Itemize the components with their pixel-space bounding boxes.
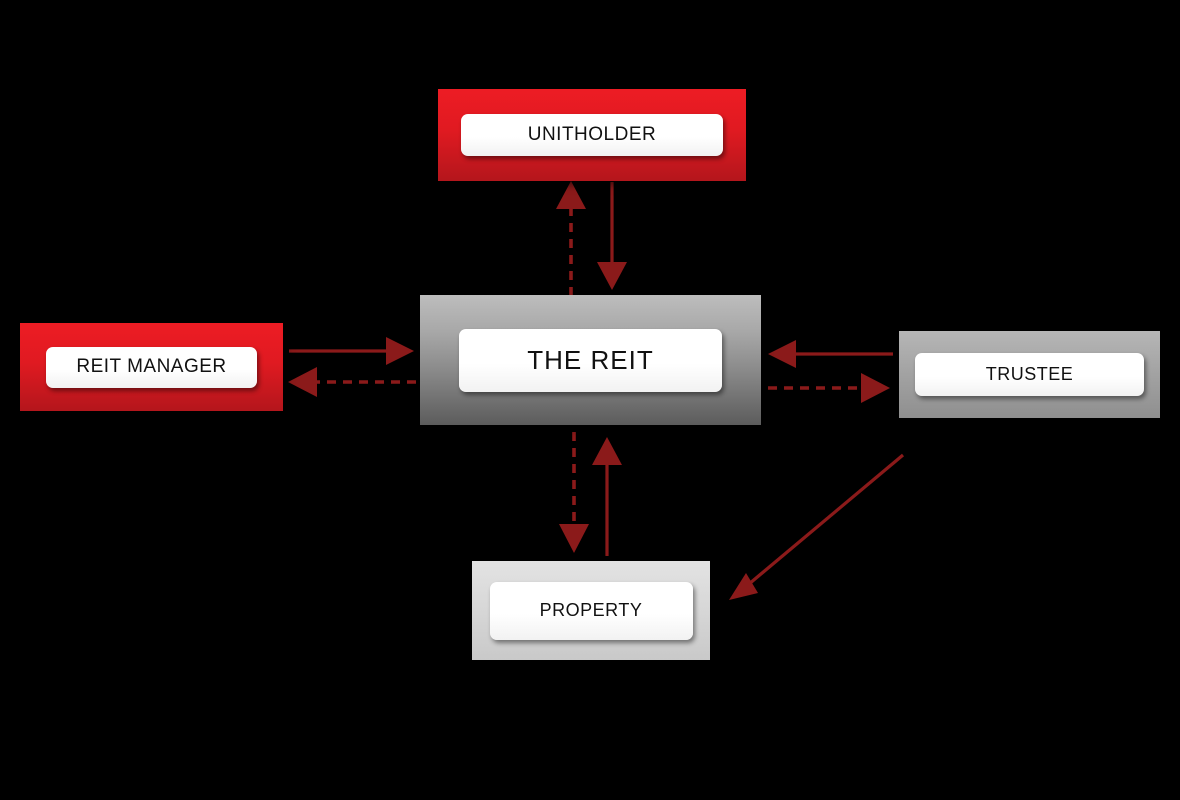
node-trustee-label: TRUSTEE bbox=[985, 364, 1074, 384]
node-unitholder[interactable]: UNITHOLDER bbox=[438, 89, 746, 181]
node-reit-manager[interactable]: REIT MANAGER bbox=[20, 323, 283, 411]
connector-manager-to-reit bbox=[289, 337, 414, 365]
connector-unitholder-to-reit bbox=[597, 182, 627, 290]
node-property-inner: PROPERTY bbox=[489, 581, 693, 640]
node-trustee-inner: TRUSTEE bbox=[915, 353, 1144, 396]
node-the-reit-inner: THE REIT bbox=[459, 328, 722, 392]
connector-reit-to-property bbox=[559, 432, 589, 553]
node-property[interactable]: PROPERTY bbox=[472, 561, 710, 660]
node-the-reit[interactable]: THE REIT bbox=[420, 295, 761, 425]
connector-property-to-reit bbox=[592, 437, 622, 556]
connector-reit-to-manager bbox=[288, 367, 416, 397]
connector-trustee-to-reit bbox=[768, 340, 893, 368]
node-trustee[interactable]: TRUSTEE bbox=[899, 331, 1160, 418]
node-unitholder-label: UNITHOLDER bbox=[527, 124, 657, 145]
node-property-label: PROPERTY bbox=[539, 600, 643, 620]
node-reit-manager-label: REIT MANAGER bbox=[76, 356, 227, 377]
node-unitholder-inner: UNITHOLDER bbox=[461, 114, 723, 156]
node-the-reit-label: THE REIT bbox=[527, 344, 654, 375]
connector-reit-to-trustee bbox=[768, 373, 890, 403]
node-reit-manager-inner: REIT MANAGER bbox=[46, 346, 257, 388]
connector-trustee-to-property bbox=[729, 453, 905, 600]
